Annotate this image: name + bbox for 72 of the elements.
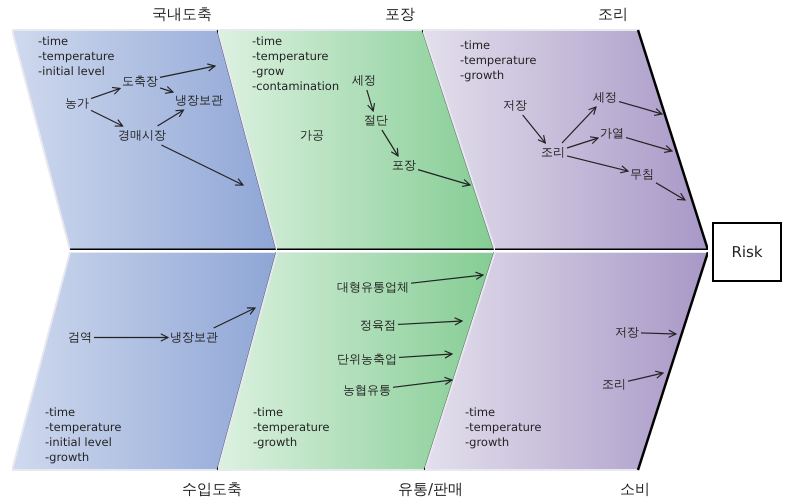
factor-text: -growth [460, 68, 506, 83]
step-label: 도축장 [122, 74, 158, 89]
band-heading: 유통/판매 [398, 480, 464, 498]
factor-text: -time [460, 38, 492, 53]
step-label: 냉장보관 [170, 330, 218, 345]
factor-text: -initial level [45, 435, 113, 450]
arrow [566, 155, 629, 174]
arrow [618, 100, 663, 116]
arrow [656, 182, 686, 201]
factor-text: -temperature [465, 420, 542, 435]
step-label: 무침 [630, 167, 654, 182]
step-label: 냉장보관 [175, 93, 223, 108]
arrow [626, 137, 673, 154]
factor-text: -initial level [38, 64, 106, 79]
arrow [94, 333, 169, 342]
arrow [157, 109, 184, 127]
step-label: 대형유통업체 [337, 280, 409, 295]
risk-box: Risk [712, 222, 782, 282]
step-label: 세정 [352, 73, 376, 88]
arrow [213, 307, 256, 329]
factor-text: -temperature [45, 420, 122, 435]
factor-text: -grow [252, 64, 286, 79]
arrow [628, 370, 664, 382]
band-heading: 조리 [598, 5, 628, 23]
arrow [566, 136, 599, 149]
arrow [90, 86, 121, 100]
arrow [640, 330, 677, 338]
step-label: 절단 [364, 113, 388, 128]
arrow [418, 169, 471, 187]
band-heading: 소비 [620, 480, 650, 498]
arrow [410, 272, 484, 284]
band-heading: 국내도축 [152, 5, 212, 23]
process-label: 가공 [300, 128, 324, 143]
factor-text: -growth [253, 435, 298, 450]
factor-text: -time [38, 34, 70, 49]
factor-text: -growth [465, 435, 510, 450]
arrow [398, 350, 453, 359]
step-label: 농가 [65, 96, 89, 111]
step-label: 저장 [503, 98, 527, 113]
step-label: 세정 [593, 90, 617, 105]
band-heading: 포장 [385, 5, 415, 23]
factor-text: -temperature [38, 49, 114, 64]
step-label: 조리 [602, 377, 626, 392]
arrow [90, 110, 124, 127]
step-label: 조리 [541, 145, 565, 160]
arrow [522, 114, 546, 144]
step-label: 저장 [615, 325, 639, 340]
factor-text: -temperature [460, 53, 536, 68]
arrow [160, 63, 216, 78]
band-heading: 수입도축 [182, 480, 242, 498]
step-label: 가열 [600, 126, 624, 141]
factor-text: -temperature [252, 49, 330, 64]
factor-text: -growth [45, 450, 90, 465]
factor-text: -temperature [253, 420, 330, 435]
arrow [160, 86, 174, 94]
factor-text: -contamination [252, 79, 340, 94]
step-label: 단위농축업 [337, 352, 397, 367]
arrow [398, 317, 463, 326]
arrow [392, 376, 453, 388]
arrow [381, 130, 399, 157]
step-label: 정육점 [360, 318, 396, 333]
factor-text: -time [465, 405, 496, 420]
step-label: 농협유통 [343, 383, 391, 398]
step-label: 경매시장 [118, 128, 166, 143]
factor-text: -time [45, 405, 76, 420]
arrow [562, 106, 597, 144]
step-label: 포장 [392, 158, 416, 173]
step-label: 검역 [68, 330, 92, 345]
arrow [161, 144, 244, 186]
arrow [366, 90, 376, 112]
factor-text: -time [252, 34, 284, 49]
factor-text: -time [253, 405, 284, 420]
